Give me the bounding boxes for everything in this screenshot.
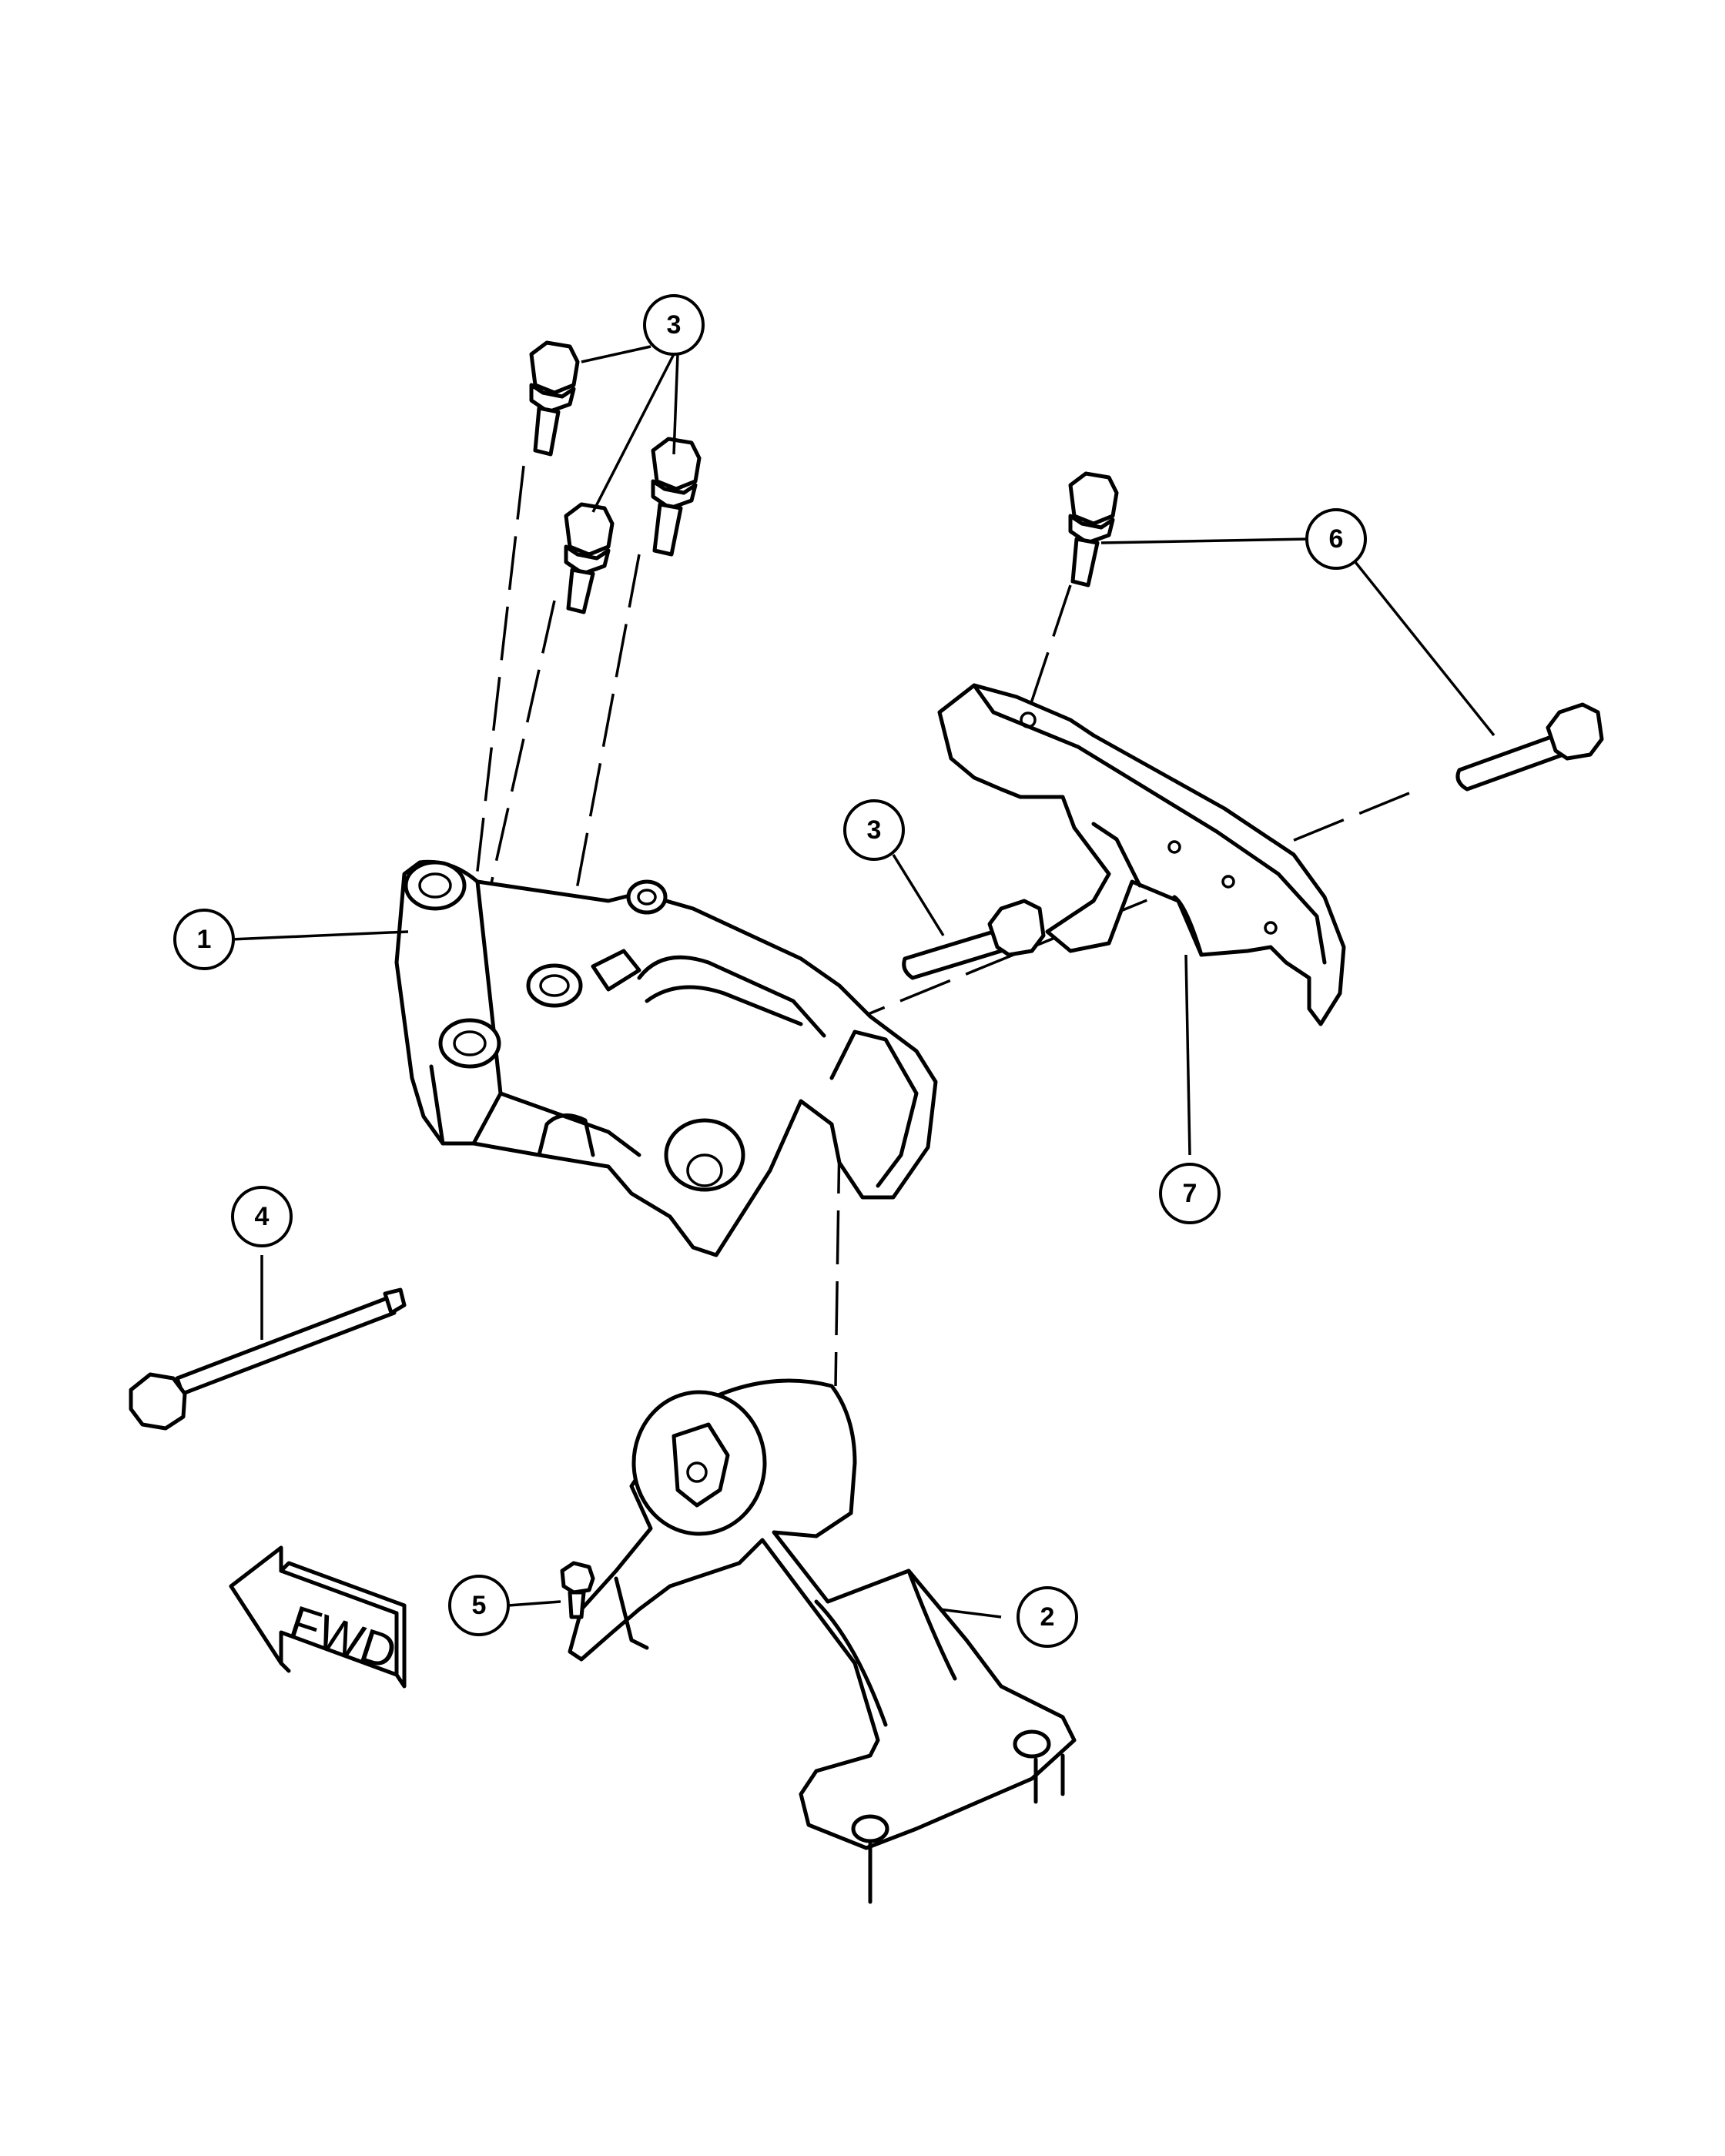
upper-mount-bracket bbox=[937, 683, 1346, 1026]
svg-text:5: 5 bbox=[472, 1591, 487, 1620]
svg-text:7: 7 bbox=[1183, 1179, 1197, 1208]
callout-1: 1 bbox=[173, 909, 235, 970]
bolt-6-vertical bbox=[1068, 471, 1119, 588]
svg-text:3: 3 bbox=[667, 310, 682, 340]
assembly-guide-lines bbox=[457, 465, 1410, 1387]
bolt-6-horizontal bbox=[1455, 702, 1604, 792]
svg-text:4: 4 bbox=[255, 1202, 270, 1231]
leader-lines bbox=[230, 345, 1496, 1619]
callout-7: 7 bbox=[1159, 1163, 1221, 1224]
bolt-3-upper-left bbox=[529, 340, 580, 457]
svg-text:6: 6 bbox=[1329, 524, 1344, 554]
bolt-5-small bbox=[560, 1561, 595, 1619]
callout-5: 5 bbox=[448, 1575, 510, 1636]
bolt-4-long bbox=[129, 1287, 407, 1431]
callout-2: 2 bbox=[1017, 1586, 1078, 1648]
transmission-mount-insulator bbox=[568, 1378, 1077, 1904]
svg-text:1: 1 bbox=[197, 925, 212, 954]
transmission-mount-bracket bbox=[394, 859, 938, 1257]
bolt-3-upper-right bbox=[651, 437, 702, 557]
callout-3-top: 3 bbox=[643, 294, 705, 356]
callout-6: 6 bbox=[1305, 508, 1367, 570]
callout-3-middle: 3 bbox=[843, 799, 905, 861]
bolt-3-middle bbox=[564, 502, 615, 614]
callout-4: 4 bbox=[231, 1186, 293, 1247]
forward-direction-arrow: FWD bbox=[229, 1545, 407, 1689]
bolt-3-horizontal bbox=[902, 899, 1046, 980]
svg-text:3: 3 bbox=[867, 815, 882, 845]
svg-text:2: 2 bbox=[1040, 1602, 1055, 1632]
